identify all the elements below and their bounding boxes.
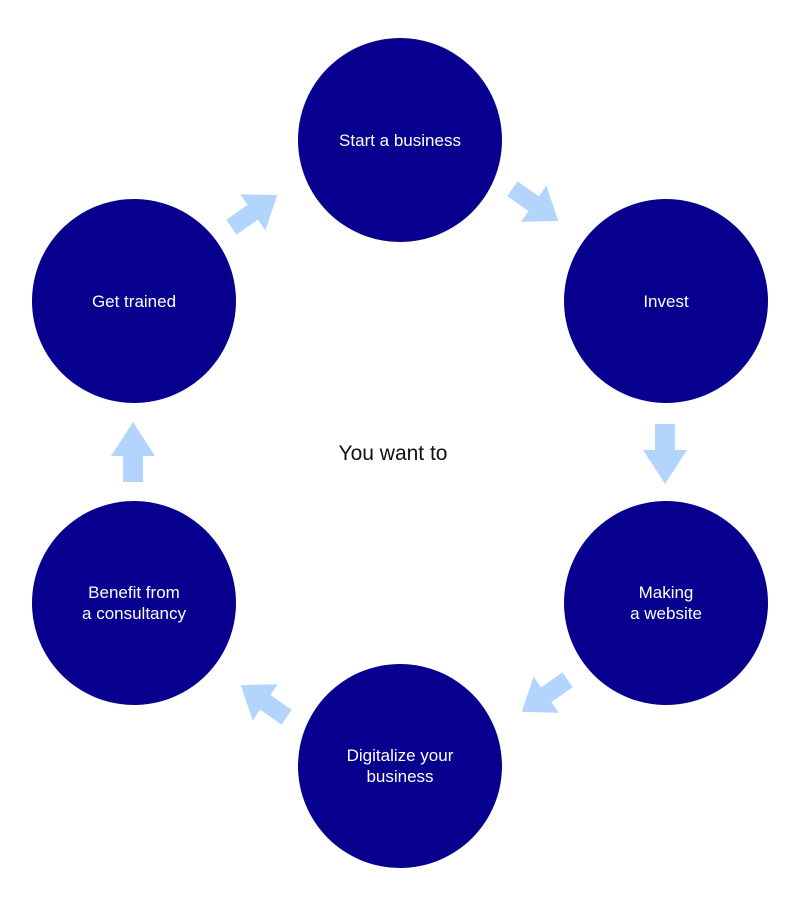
node-label-line: Get trained — [91, 291, 177, 311]
node-start-a-business: Start a business — [298, 38, 502, 242]
node-get-trained: Get trained — [32, 199, 236, 403]
node-label-line: Making — [638, 583, 694, 602]
node-label-line: a consultancy — [82, 604, 186, 623]
node-label-line: Invest — [643, 291, 689, 311]
node-digitalize-your-business: Digitalize your business — [298, 664, 502, 868]
node-making-a-website: Making a website — [564, 501, 768, 705]
node-label-line: Benefit from — [88, 583, 180, 602]
center-label: You want to — [338, 442, 448, 465]
node-label-line: Digitalize your — [346, 746, 454, 765]
node-label-line: a website — [630, 604, 702, 623]
node-benefit-from-a-consultancy: Benefit from a consultancy — [32, 501, 236, 705]
node-label-line: Start a business — [339, 130, 461, 150]
node-label-line: business — [366, 767, 434, 786]
node-invest: Invest — [564, 199, 768, 403]
